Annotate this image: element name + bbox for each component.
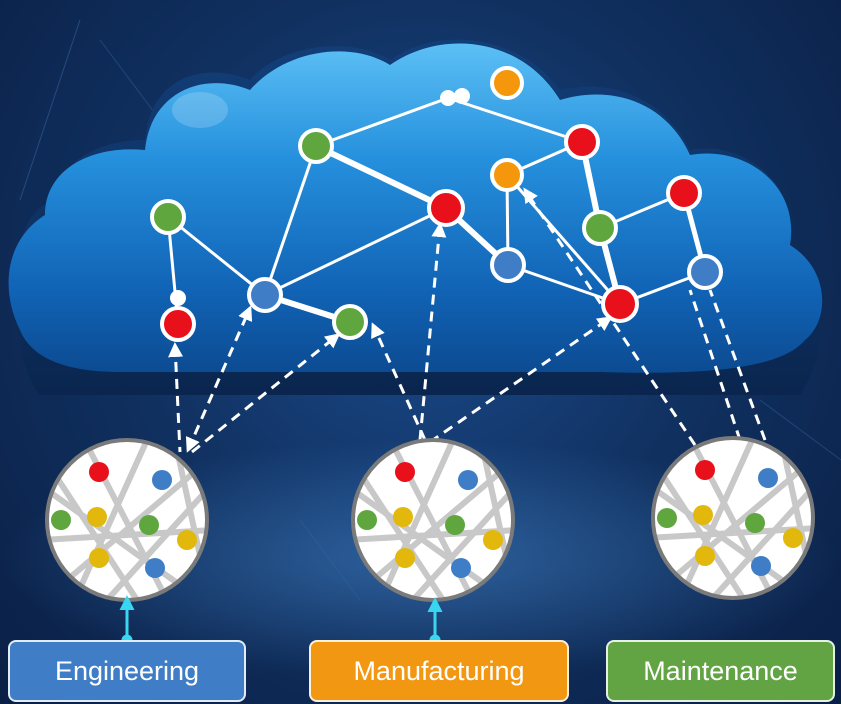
local-node bbox=[783, 528, 803, 548]
local-node bbox=[87, 507, 107, 527]
node-red-low bbox=[160, 306, 196, 342]
network-nodes bbox=[150, 66, 723, 342]
local-node bbox=[745, 513, 765, 533]
local-node bbox=[451, 558, 471, 578]
engineering-button[interactable]: Engineering bbox=[8, 640, 246, 702]
maintenance-button[interactable]: Maintenance bbox=[606, 640, 835, 702]
local-network-maintenance bbox=[651, 436, 815, 600]
node-red-right bbox=[666, 175, 702, 211]
local-network-engineering bbox=[45, 438, 209, 602]
local-node bbox=[445, 515, 465, 535]
local-node bbox=[458, 470, 478, 490]
local-node bbox=[152, 470, 172, 490]
manufacturing-button[interactable]: Manufacturing bbox=[309, 640, 569, 702]
local-node bbox=[395, 548, 415, 568]
node-green-left bbox=[150, 199, 186, 235]
local-node bbox=[89, 462, 109, 482]
cloud bbox=[8, 39, 823, 395]
local-node bbox=[395, 462, 415, 482]
local-node bbox=[139, 515, 159, 535]
local-node bbox=[695, 546, 715, 566]
local-node bbox=[693, 505, 713, 525]
node-green-low bbox=[332, 304, 368, 340]
node-red-center bbox=[427, 189, 465, 227]
node-orange-mid bbox=[490, 158, 524, 192]
local-node bbox=[89, 548, 109, 568]
local-network-manufacturing bbox=[351, 438, 515, 602]
local-node bbox=[177, 530, 197, 550]
node-red-top bbox=[564, 124, 600, 160]
local-node bbox=[145, 558, 165, 578]
node-blue-mid bbox=[490, 247, 526, 283]
local-node bbox=[51, 510, 71, 530]
local-networks bbox=[45, 436, 815, 602]
node-red-lowright bbox=[601, 285, 639, 323]
local-node bbox=[357, 510, 377, 530]
node-blue-right bbox=[687, 254, 723, 290]
node-blue-left bbox=[247, 277, 283, 313]
local-node bbox=[751, 556, 771, 576]
local-node bbox=[758, 468, 778, 488]
local-node bbox=[695, 460, 715, 480]
local-node bbox=[657, 508, 677, 528]
node-orange-top bbox=[490, 66, 524, 100]
local-node bbox=[483, 530, 503, 550]
node-green-right bbox=[582, 210, 618, 246]
node-green-top bbox=[298, 128, 334, 164]
local-node bbox=[393, 507, 413, 527]
